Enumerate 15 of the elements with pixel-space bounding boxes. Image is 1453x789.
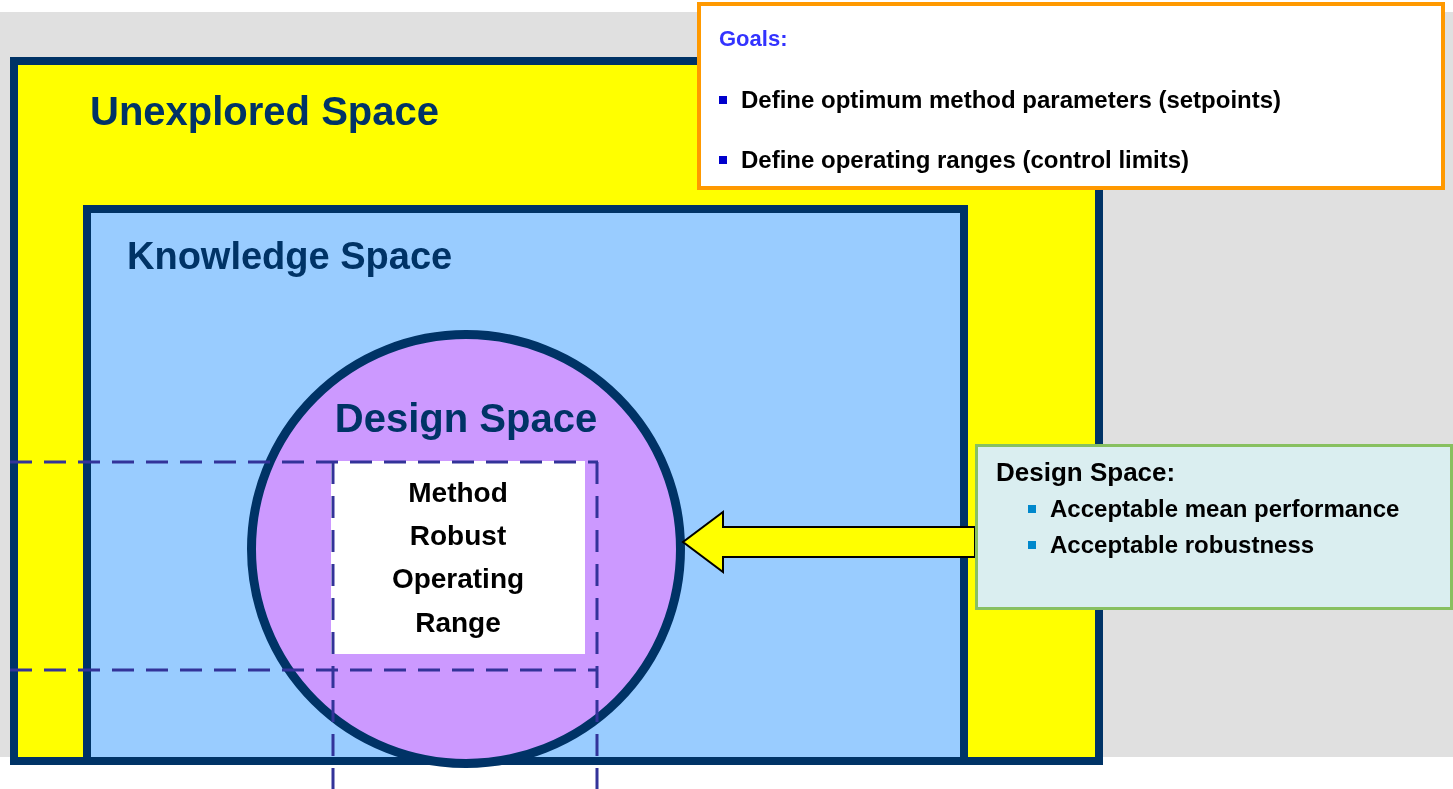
block-arrow bbox=[681, 509, 976, 574]
bullet-item: Define operating ranges (control limits) bbox=[719, 146, 1190, 174]
box-text: Method Robust Operating Range bbox=[390, 475, 526, 640]
region-title: Knowledge Space bbox=[127, 235, 453, 278]
bullet-item: Define optimum method parameters (setpoints) bbox=[719, 86, 1282, 114]
region-circle bbox=[247, 330, 685, 768]
region-title: Unexplored Space bbox=[90, 89, 439, 134]
goals-box bbox=[697, 2, 1445, 190]
callout-box bbox=[975, 444, 1453, 610]
region-title: Design Space bbox=[333, 396, 599, 441]
bullet-item: Acceptable mean performance bbox=[1028, 495, 1400, 523]
box-heading: Goals: bbox=[719, 26, 788, 52]
box-heading: Design Space: bbox=[996, 457, 1176, 488]
range-box bbox=[331, 461, 585, 654]
bullet-item: Acceptable robustness bbox=[1028, 531, 1315, 559]
